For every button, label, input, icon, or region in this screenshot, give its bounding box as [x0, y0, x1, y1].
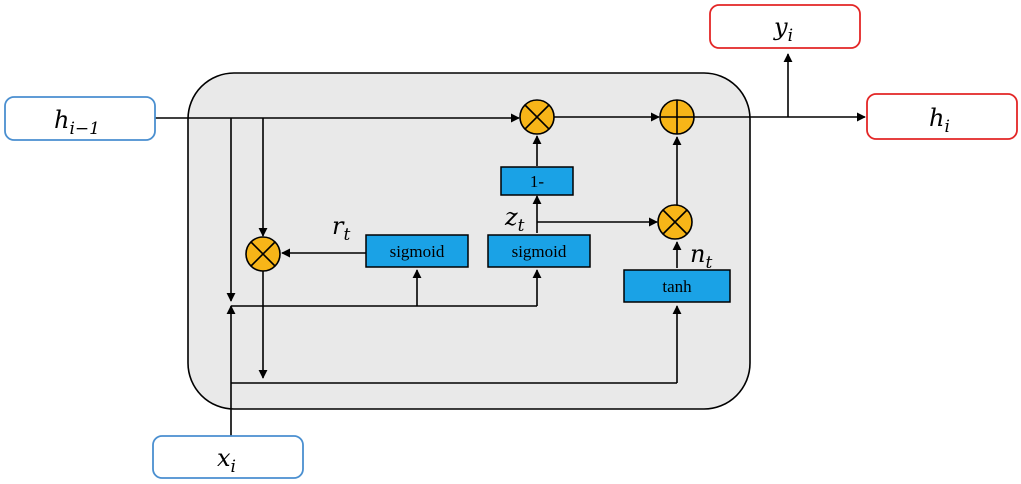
gru-cell-box	[187, 72, 751, 410]
connections	[155, 53, 866, 436]
svg-text:xi: xi	[217, 444, 236, 477]
output-h: hi	[866, 93, 1018, 140]
multiply-icon	[519, 99, 555, 135]
x-base: x	[217, 444, 231, 472]
r-gate-label: rt	[332, 212, 350, 245]
h-out-base: h	[929, 104, 944, 132]
one-minus-label: 1-	[530, 172, 545, 191]
input-x: xi	[152, 435, 304, 479]
one-minus-block: 1-	[500, 166, 574, 196]
sigmoid-z-block: sigmoid	[487, 234, 591, 268]
svg-text:yi: yi	[773, 13, 793, 46]
sigmoid-z-label: sigmoid	[512, 242, 567, 261]
y-base: y	[773, 13, 788, 41]
x-sub: i	[231, 457, 236, 477]
sigmoid-r-label: sigmoid	[390, 242, 445, 261]
n-gate-label: nt	[690, 240, 712, 273]
sigmoid-r-block: sigmoid	[365, 234, 469, 268]
h-out-sub: i	[944, 117, 949, 137]
multiply-icon	[657, 204, 693, 240]
tanh-block: tanh	[623, 269, 731, 303]
svg-text:hi−1: hi−1	[54, 106, 100, 139]
svg-text:hi: hi	[929, 104, 950, 137]
h-prev-base: h	[54, 106, 69, 134]
h-prev-sub: i−1	[69, 119, 100, 139]
output-y: yi	[709, 4, 861, 49]
tanh-label: tanh	[662, 277, 692, 296]
input-h-prev: hi−1	[4, 96, 156, 141]
z-gate-label: zt	[504, 203, 525, 236]
multiply-icon	[245, 236, 281, 272]
add-icon	[659, 99, 695, 135]
y-sub: i	[788, 26, 793, 46]
